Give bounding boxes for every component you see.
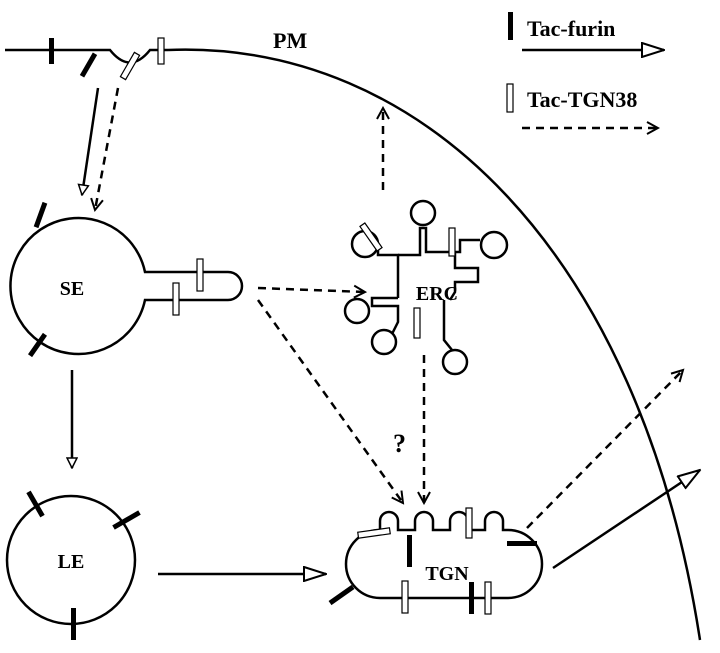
tac-tgn38-marker xyxy=(157,37,165,65)
tac-furin-pathway-arrows xyxy=(72,87,700,574)
le-label: LE xyxy=(58,551,85,573)
tgn-to-pm-dashed-arrow xyxy=(526,370,683,529)
tac-tgn38-marker xyxy=(196,258,204,292)
sorting-endosome: SE xyxy=(9,201,244,358)
legend-tac-tgn38-label: Tac-TGN38 xyxy=(527,87,637,112)
erc-label: ERC xyxy=(416,283,458,305)
tac-furin-marker xyxy=(71,608,76,640)
pm-label: PM xyxy=(273,28,307,53)
legend: Tac-furin Tac-TGN38 xyxy=(506,12,664,128)
tac-furin-marker xyxy=(407,535,412,567)
tac-tgn38-marker xyxy=(448,227,456,257)
tac-furin-marker xyxy=(79,52,98,78)
tgn-to-pm-solid-arrow xyxy=(552,470,700,570)
tac-tgn38-pathway-arrows xyxy=(95,87,683,529)
se-label: SE xyxy=(60,278,84,300)
tac-furin-marker xyxy=(328,584,355,606)
tac-furin-marker xyxy=(469,582,474,614)
tac-furin-marker xyxy=(27,332,48,358)
tac-tgn38-marker xyxy=(359,222,383,252)
tac-tgn38-marker xyxy=(172,282,180,316)
tac-tgn38-marker xyxy=(357,527,391,539)
pm-to-se-dashed-arrow xyxy=(95,87,120,210)
tac-tgn38-marker xyxy=(413,307,421,339)
tac-furin-marker xyxy=(507,541,537,546)
tac-furin-marker xyxy=(26,490,45,518)
tac-furin-marker xyxy=(112,510,141,530)
tac-tgn38-marker xyxy=(484,581,492,615)
tac-tgn38-marker xyxy=(465,507,473,539)
tac-furin-marker xyxy=(33,201,48,229)
legend-tac-furin-swatch xyxy=(508,12,513,40)
question-mark: ? xyxy=(393,429,406,458)
se-to-erc-dashed-arrow xyxy=(257,288,365,292)
endocytic-recycling-compartment: ERC xyxy=(343,199,509,376)
tac-tgn38-marker xyxy=(119,51,141,81)
tac-tgn38-marker xyxy=(401,580,409,614)
tac-furin-marker xyxy=(49,38,54,64)
legend-tac-tgn38-swatch xyxy=(506,83,514,113)
legend-tac-furin-label: Tac-furin xyxy=(527,16,615,41)
trans-golgi-network: TGN xyxy=(328,507,544,615)
late-endosome: LE xyxy=(5,490,141,640)
tgn-label: TGN xyxy=(425,563,469,585)
pm-markers xyxy=(49,37,165,81)
pm-to-se-solid-arrow xyxy=(82,87,100,195)
plasma-membrane xyxy=(5,48,702,641)
